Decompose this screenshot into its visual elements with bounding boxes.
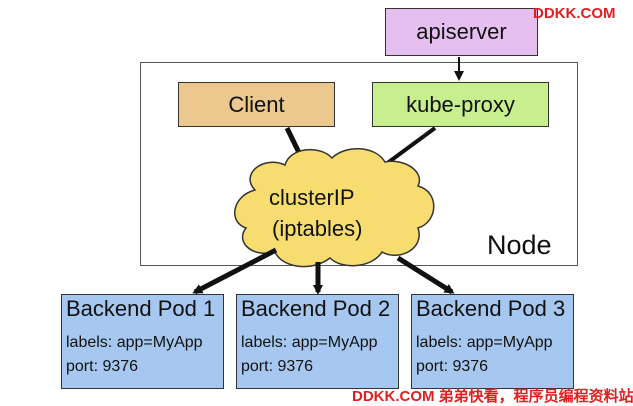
edge-clusterip-pod1 <box>192 247 278 295</box>
watermark-top: DDKK.COM <box>533 5 616 22</box>
pod-title: Backend Pod 1 <box>66 296 216 321</box>
pod-title: Backend Pod 3 <box>416 296 566 321</box>
pod-labels: labels: app=MyApp <box>66 334 203 351</box>
iptables-label: (iptables) <box>272 216 362 241</box>
apiserver-label: apiserver <box>416 19 507 44</box>
kube-proxy-label: kube-proxy <box>406 91 515 117</box>
pod-port: port: 9376 <box>416 358 489 375</box>
cluster-ip-label: clusterIP <box>269 185 355 210</box>
client-label: Client <box>228 91 285 117</box>
pod-labels: labels: app=MyApp <box>241 334 378 351</box>
backend-pod-1: Backend Pod 1 labels: app=MyApp port: 93… <box>61 294 224 389</box>
pod-labels: labels: app=MyApp <box>416 334 553 351</box>
backend-pod-2: Backend Pod 2 labels: app=MyApp port: 93… <box>236 294 399 389</box>
client-box: Client <box>178 82 335 127</box>
edge-clusterip-pod3 <box>396 255 455 295</box>
cluster-ip-cloud <box>234 147 435 268</box>
apiserver-box: apiserver <box>385 8 538 56</box>
backend-pod-3: Backend Pod 3 labels: app=MyApp port: 93… <box>411 294 574 389</box>
pod-port: port: 9376 <box>241 358 314 375</box>
kube-proxy-box: kube-proxy <box>372 82 549 127</box>
pod-title: Backend Pod 2 <box>241 296 391 321</box>
watermark-bottom: DDKK.COM 弟弟快看，程序员编程资料站 <box>352 388 633 405</box>
pod-port: port: 9376 <box>66 358 139 375</box>
node-label: Node <box>487 230 552 260</box>
